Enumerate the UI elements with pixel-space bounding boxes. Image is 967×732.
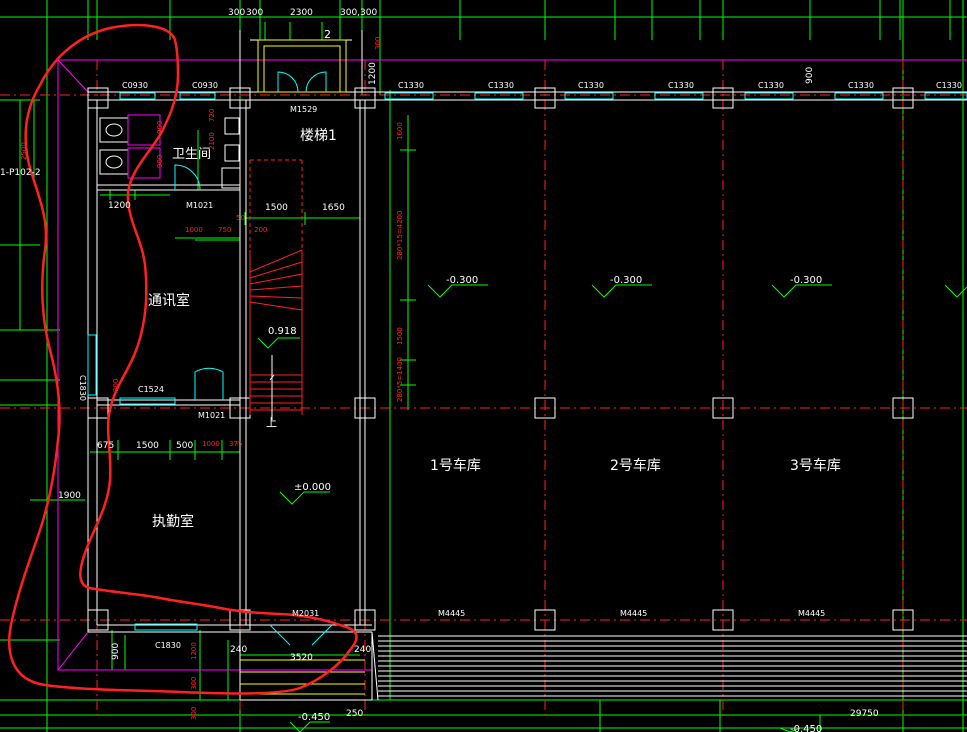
- small-dim-label: 200: [254, 226, 267, 234]
- axis-number: 2: [324, 28, 331, 41]
- opening-label: C1330: [578, 81, 604, 90]
- dim-label: 1200: [108, 201, 131, 211]
- stair-up-label: 上: [266, 416, 277, 429]
- dim-label: 300: [246, 8, 263, 18]
- room-label-garage1: 1号车库: [430, 457, 481, 474]
- section-tag: 1-P102-2: [0, 168, 41, 178]
- doors: [174, 71, 333, 646]
- small-dim-label: 750: [218, 226, 231, 234]
- small-dim-label: 1000: [202, 440, 220, 448]
- small-dim-label: 50: [236, 214, 245, 222]
- opening-label: C1330: [758, 81, 784, 90]
- stairs: [249, 159, 303, 420]
- toilet-fixtures: [99, 114, 241, 189]
- opening-label: M4445: [798, 609, 825, 618]
- room-label-garage2: 2号车库: [610, 457, 661, 474]
- dim-label: 675: [97, 441, 114, 451]
- opening-label: C0930: [122, 81, 148, 90]
- dim-label: 500: [176, 441, 193, 451]
- dim-label: 900: [805, 67, 815, 84]
- ramp-lines: [371, 631, 967, 701]
- windows: [87, 92, 967, 631]
- dim-label: 1500: [265, 203, 288, 213]
- elevation-label: -0.450: [298, 712, 330, 723]
- small-dim-label: 300: [374, 37, 382, 50]
- small-dim-label: 900: [156, 155, 164, 168]
- dim-label: 1200: [368, 62, 378, 85]
- room-label-garage3: 3号车库: [790, 457, 841, 474]
- small-dim-label: 1500: [396, 327, 404, 345]
- small-dim-label: 2100: [208, 132, 216, 150]
- elevation-marks: [257, 284, 967, 732]
- opening-label: C0930: [192, 81, 218, 90]
- red-markup-outline: [8, 23, 358, 695]
- elevation-label: 0.918: [268, 326, 297, 337]
- dim-label: 240: [354, 645, 371, 655]
- roof-outline: [57, 59, 967, 671]
- opening-label: M4445: [438, 609, 465, 618]
- room-label-comm: 通讯室: [148, 292, 190, 309]
- small-dim-label: 1200: [190, 642, 198, 660]
- dim-label: 1650: [322, 203, 345, 213]
- small-dim-label: 280*15=4200: [396, 211, 404, 260]
- opening-label: C1330: [848, 81, 874, 90]
- room-label-duty: 执勤室: [152, 513, 194, 530]
- dim-label: 1900: [58, 491, 81, 501]
- small-dim-label: 300: [190, 707, 198, 720]
- elevation-label: -0.300: [610, 275, 642, 286]
- opening-label: C1330: [936, 81, 962, 90]
- entrance-steps: [240, 659, 365, 695]
- elevation-label: -0.450: [790, 724, 822, 732]
- opening-label: M1529: [290, 105, 317, 114]
- opening-label: C1330: [488, 81, 514, 90]
- opening-label: M4445: [620, 609, 647, 618]
- opening-label: C1524: [138, 385, 164, 394]
- opening-label: C1830: [155, 641, 181, 650]
- opening-label: M1021: [198, 411, 225, 420]
- small-dim-label: 900: [156, 121, 164, 134]
- small-dim-label: 280*5=1400: [396, 357, 404, 402]
- opening-label: M2031: [292, 609, 319, 618]
- room-label-stair: 楼梯1: [300, 128, 337, 144]
- small-dim-label: 2500: [20, 142, 28, 160]
- small-dim-label: 720: [208, 109, 216, 122]
- room-label-toilet: 卫生间: [172, 147, 211, 162]
- elevation-label: ±0.000: [294, 482, 331, 493]
- dim-label: 3520: [290, 653, 313, 663]
- dim-label: 240: [230, 645, 247, 655]
- small-dim-label: 200: [112, 379, 120, 392]
- dim-label: 300,300: [340, 8, 377, 18]
- elevation-label: -0.300: [790, 275, 822, 286]
- small-dim-label: 300: [190, 677, 198, 690]
- dim-label: 2300: [290, 8, 313, 18]
- opening-label: C1330: [668, 81, 694, 90]
- opening-label: M1021: [186, 201, 213, 210]
- dim-label: 1500: [136, 441, 159, 451]
- small-dim-label: 1000: [185, 226, 203, 234]
- opening-label: C1830: [78, 375, 87, 401]
- dim-label: 29750: [850, 709, 879, 719]
- elevation-label: -0.300: [446, 275, 478, 286]
- small-dim-label: 1600: [396, 122, 404, 140]
- opening-label: C1330: [398, 81, 424, 90]
- columns: [87, 87, 914, 631]
- dim-label: 250: [346, 709, 363, 719]
- dim-label: 900: [111, 643, 121, 660]
- walls: [87, 30, 967, 701]
- dim-label: 300: [228, 8, 245, 18]
- small-dim-label: 375: [229, 440, 242, 448]
